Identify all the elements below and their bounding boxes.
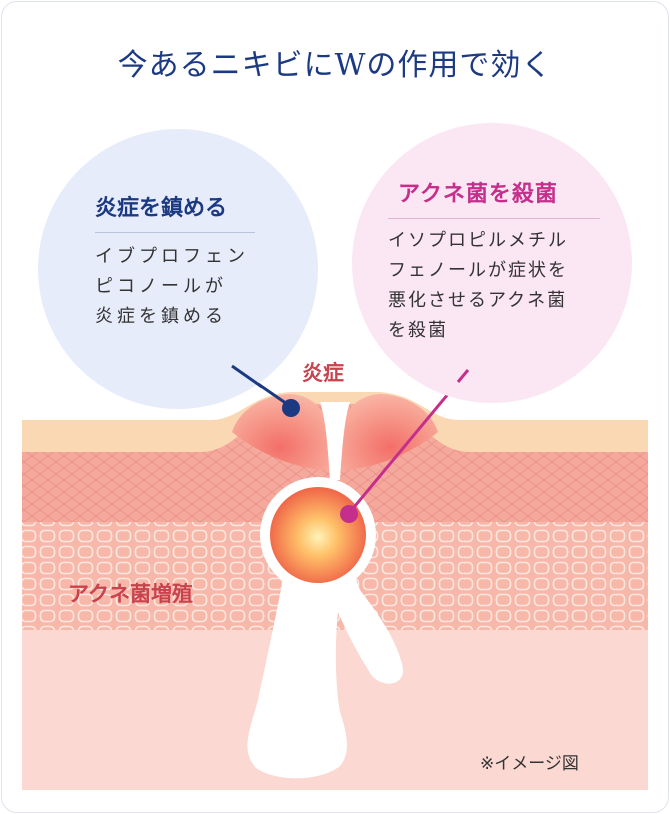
leader-dot-pink [340,505,358,523]
bubble-sterilization [352,123,632,403]
hair-follicle [247,540,404,779]
bubble-anti-inflammation [38,129,318,409]
inflamed-bump-right [342,394,438,470]
bubble-divider-blue [95,232,255,233]
leader-dot-blue [282,399,300,417]
label-acne-growth: アクネ菌増殖 [68,582,193,606]
bubble-text-blue: イブプロフェン ピコノールが 炎症を鎮める [95,246,249,327]
label-inflammation: 炎症 [302,361,344,385]
bubble-heading-blue: 炎症を鎮める [95,196,228,221]
bubble-divider-pink [388,218,600,219]
acne-core [270,487,366,583]
surface-layer [22,392,648,452]
inflamed-bump-left [232,394,328,470]
bubble-text-pink: イソプロピルメチル フェノールが症状を 悪化させるアクネ菌 を殺菌 [388,230,568,341]
image-note: ※イメージ図 [480,754,579,774]
page-title: 今あるニキビにWの作用で効く [117,48,553,83]
bubble-heading-pink: アクネ菌を殺菌 [398,182,558,207]
